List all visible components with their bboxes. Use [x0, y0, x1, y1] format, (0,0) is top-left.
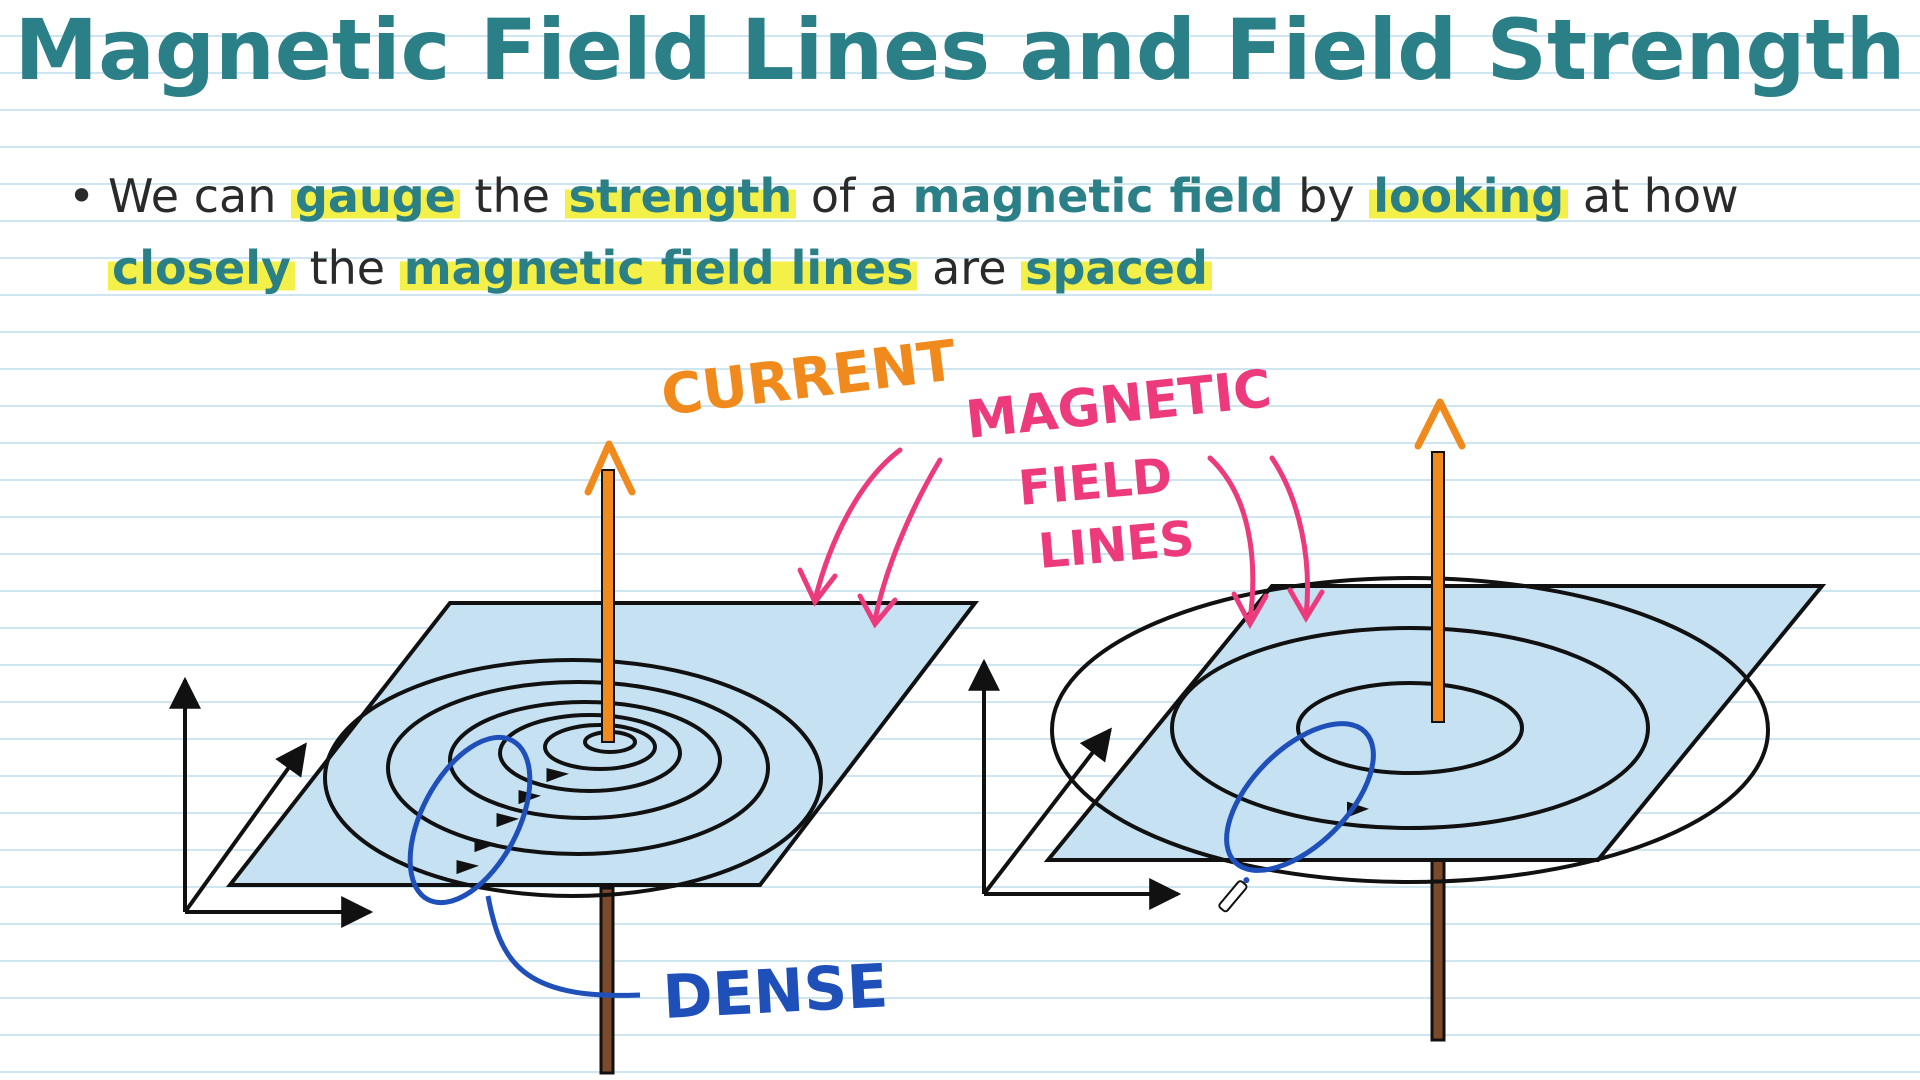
keyword-gauge: gauge: [290, 169, 460, 223]
right-axes: [968, 658, 1182, 910]
bullet-text: are: [917, 241, 1022, 295]
bullet-text: the: [294, 241, 400, 295]
current-label: CURRENT: [658, 328, 960, 429]
left-wire-bottom: [599, 886, 615, 1075]
left-current-arrow-icon: [584, 440, 636, 496]
keyword-magnetic-field: magnetic field: [912, 169, 1284, 223]
keyword-strength: strength: [564, 169, 797, 223]
bullet-text: the: [459, 169, 565, 223]
left-diagram: [169, 440, 980, 1075]
bullet-text: by: [1283, 169, 1370, 223]
magnetic-label: MAGNETIC: [963, 359, 1274, 451]
lines-label: LINES: [1036, 511, 1196, 580]
left-axes: [169, 676, 374, 928]
field-label: FIELD: [1016, 448, 1174, 517]
left-field-direction-arrows: [456, 768, 570, 875]
sparse-circle: [1224, 721, 1376, 873]
left-wire-top: [601, 469, 615, 743]
right-wire-top: [1431, 451, 1445, 723]
dense-circle: [407, 734, 533, 906]
bullet-line-2: closely the magnetic field lines are spa…: [68, 232, 1868, 304]
keyword-magnetic-field-lines: magnetic field lines: [399, 241, 918, 295]
keyword-spaced: spaced: [1021, 241, 1212, 295]
bullet-point: •We can gauge the strength of a magnetic…: [68, 160, 1868, 304]
right-current-arrow-icon: [1414, 398, 1466, 450]
dense-pointer: [485, 895, 641, 998]
right-field-lines: [1050, 576, 1770, 884]
right-diagram: [968, 398, 1827, 1042]
keyword-looking: looking: [1369, 169, 1569, 223]
bullet-text: We can: [108, 169, 291, 223]
right-wire-bottom: [1430, 858, 1446, 1042]
bullet-text: at how: [1568, 169, 1739, 223]
dense-label: DENSE: [661, 951, 890, 1033]
bullet-dot: •: [68, 169, 96, 223]
left-field-lines: [323, 658, 823, 898]
bullet-text: of a: [796, 169, 913, 223]
pen-cursor-icon: [1218, 877, 1250, 913]
keyword-closely: closely: [108, 241, 295, 295]
annotation-arrows: [797, 447, 1325, 630]
bullet-line-1: •We can gauge the strength of a magnetic…: [68, 160, 1868, 232]
page-title: Magnetic Field Lines and Field Strength: [14, 1, 1906, 99]
